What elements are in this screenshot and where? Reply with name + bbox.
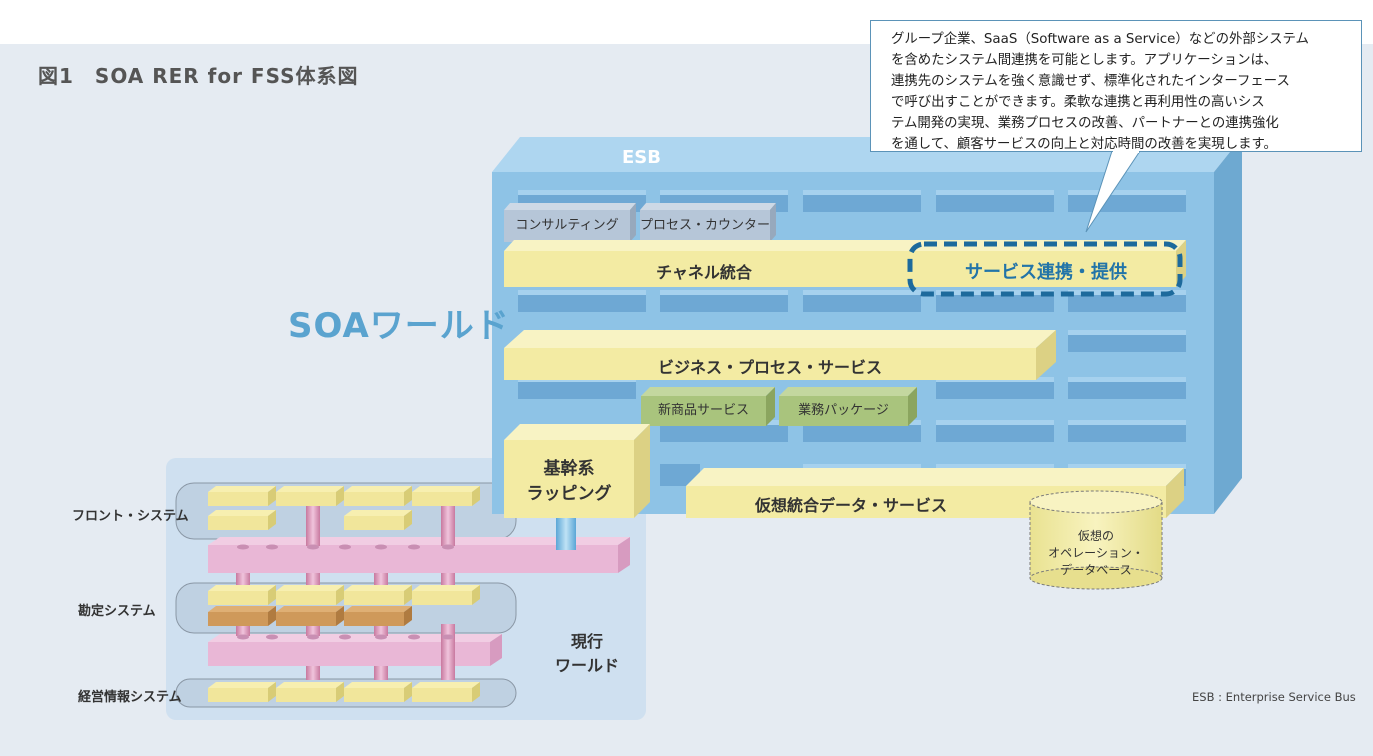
core-wrapping-line2: ラッピング <box>526 484 612 504</box>
callout-line: を通して、顧客サービスの向上と対応時間の改善を実現します。 <box>891 137 1277 152</box>
core-wrapping-line1: 基幹系 <box>543 459 595 479</box>
green-chips <box>641 387 917 426</box>
new-product-chip: 新商品サービス <box>657 403 749 418</box>
virtual-db-line3: データベース <box>1060 563 1132 577</box>
callout-line: 連携先のシステムを強く意識せず、標準化されたインターフェース <box>891 74 1290 89</box>
business-process-bar <box>504 330 1056 380</box>
business-process-label: ビジネス・プロセス・サービス <box>657 358 882 377</box>
esb-label: ESB <box>622 147 661 168</box>
figure-title: 図1 SOA RER for FSS体系図 <box>38 64 359 88</box>
accounting-system-blocks <box>208 585 480 626</box>
callout-line: グループ企業、SaaS（Software as a Service）などの外部シ… <box>891 32 1309 47</box>
virtual-db-line1: 仮想の <box>1077 529 1114 543</box>
esb-footnote: ESB : Enterprise Service Bus <box>1192 690 1356 704</box>
accounting-system-label: 勘定システム <box>78 604 156 619</box>
soa-world-label: SOAワールド <box>288 306 510 346</box>
virtual-data-label: 仮想統合データ・サービス <box>754 496 947 515</box>
upper-pink-bus <box>208 537 630 573</box>
mis-system-label: 経営情報システム <box>78 690 182 705</box>
channel-bar <box>504 240 1186 287</box>
virtual-db-line2: オペレーション・ <box>1048 546 1144 560</box>
front-system-label: フロント・システム <box>72 509 189 524</box>
callout-box: グループ企業、SaaS（Software as a Service）などの外部シ… <box>870 20 1362 152</box>
callout-seam <box>1113 150 1139 153</box>
callout-line: で呼び出すことができます。柔軟な連携と再利用性の高いシス <box>891 95 1265 110</box>
core-wrapping-label: 基幹系 ラッピング <box>519 457 619 507</box>
virtual-db-label: 仮想の オペレーション・ データベース <box>1032 528 1160 579</box>
callout-line: テム開発の実現、業務プロセスの改善、パートナーとの連携強化 <box>891 116 1279 131</box>
current-world-line2: ワールド <box>555 656 620 675</box>
bus-connectors <box>237 544 454 640</box>
front-system-blocks <box>208 486 480 530</box>
business-package-chip: 業務パッケージ <box>798 403 889 418</box>
consulting-chip: コンサルティング <box>515 218 619 233</box>
channel-integration-label: チャネル統合 <box>656 263 752 282</box>
service-link-highlight <box>907 241 1183 297</box>
lower-pink-bus <box>208 634 502 666</box>
service-link-label: サービス連携・提供 <box>965 262 1127 283</box>
virtual-db-cylinder <box>1029 490 1163 590</box>
wrapping-pipe <box>556 518 576 550</box>
current-world-label: 現行 ワールド <box>555 630 619 678</box>
current-world-line1: 現行 <box>571 632 604 651</box>
core-wrapping-block <box>504 424 650 518</box>
top-grey-chips <box>504 203 776 242</box>
mis-system-blocks <box>208 682 480 702</box>
callout-line: を含めたシステム間連携を可能とします。アプリケーションは、 <box>891 53 1278 68</box>
process-counter-chip: プロセス・カウンター <box>640 218 771 233</box>
